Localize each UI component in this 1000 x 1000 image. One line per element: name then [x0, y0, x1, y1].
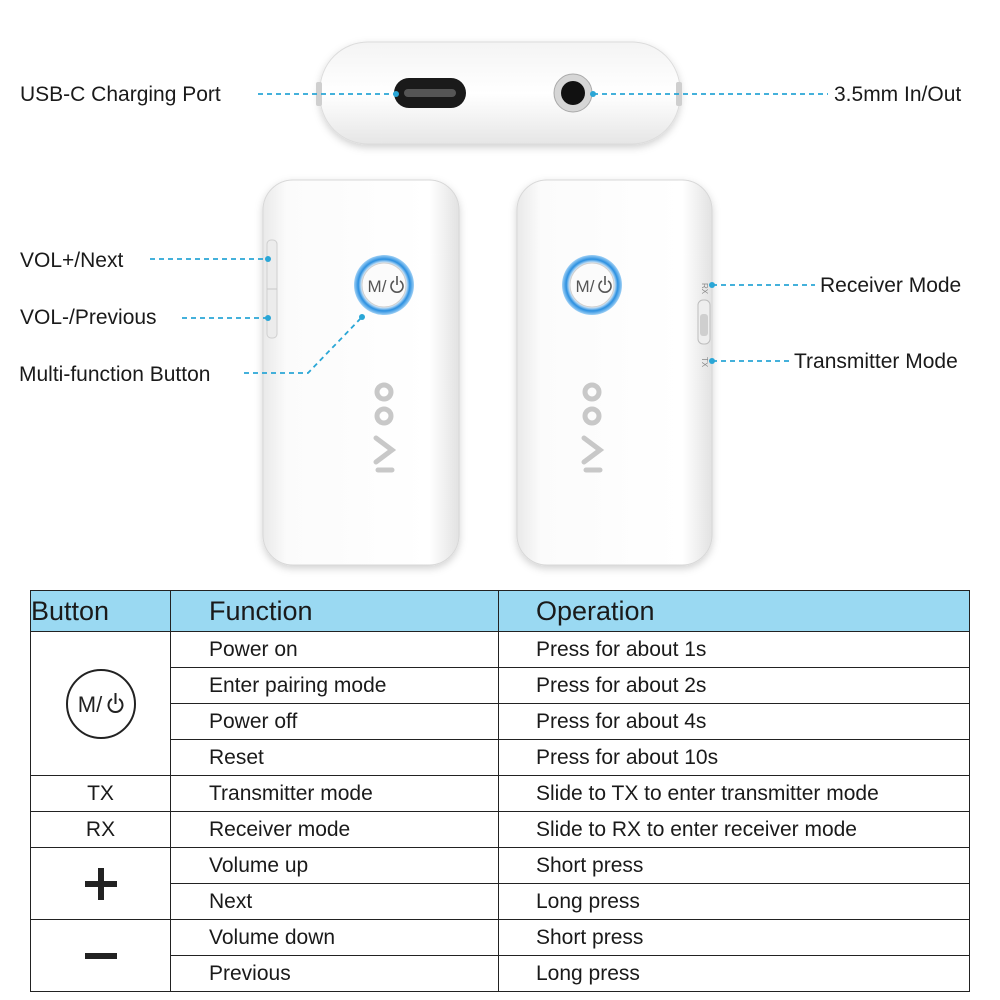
- function-cell: Previous: [170, 955, 499, 992]
- svg-text:M/: M/: [368, 277, 387, 296]
- multi-button-label: Multi-function Button: [19, 363, 211, 386]
- function-cell: Volume down: [170, 919, 499, 956]
- power-icon: [390, 280, 404, 293]
- device-front-view: M/: [262, 179, 460, 566]
- audio-jack-label: 3.5mm In/Out: [834, 83, 962, 106]
- minus-button-cell: [30, 919, 171, 992]
- vol-plus-label: VOL+/Next: [20, 249, 124, 272]
- table-header-row: Button Function Operation: [30, 590, 970, 632]
- power-icon: [107, 697, 123, 713]
- table-row: Reset Press for about 10s: [31, 739, 970, 776]
- function-cell: Reset: [170, 739, 499, 776]
- audio-jack: [553, 73, 593, 113]
- svg-text:M/: M/: [576, 277, 595, 296]
- operation-cell: Short press: [498, 847, 970, 884]
- receiver-mode-label: Receiver Mode: [820, 274, 962, 297]
- mode-switch[interactable]: [697, 299, 711, 345]
- header-button: Button: [30, 590, 171, 632]
- usb-c-port: [394, 78, 466, 108]
- svg-text:M/: M/: [77, 692, 102, 717]
- tx-button-cell: TX: [30, 775, 171, 812]
- table-row: TX Transmitter mode Slide to TX to enter…: [30, 775, 970, 812]
- function-cell: Transmitter mode: [170, 775, 499, 812]
- header-operation: Operation: [498, 590, 970, 632]
- rx-button-cell: RX: [30, 811, 171, 848]
- header-function: Function: [170, 590, 499, 632]
- operation-cell: Slide to RX to enter receiver mode: [498, 811, 970, 848]
- table-row: Enter pairing mode Press for about 2s: [31, 667, 970, 704]
- function-cell: Power off: [170, 703, 499, 740]
- table-row: Next Long press: [31, 883, 970, 920]
- table-row: Volume down Short press: [30, 919, 970, 992]
- operation-cell: Slide to TX to enter transmitter mode: [498, 775, 970, 812]
- operation-cell: Press for about 2s: [498, 667, 970, 704]
- vol-minus-label: VOL-/Previous: [20, 306, 157, 329]
- mf-button-cell: M/: [30, 631, 171, 776]
- table-row: M/ Power on Press for about 1s: [30, 631, 970, 776]
- logo-mark: [373, 382, 397, 473]
- operation-cell: Press for about 4s: [498, 703, 970, 740]
- device-illustration: M/ M/ RX TX: [150, 41, 828, 566]
- function-cell: Enter pairing mode: [170, 667, 499, 704]
- device-top-view: [319, 41, 681, 145]
- operation-cell: Long press: [498, 883, 970, 920]
- operation-cell: Press for about 10s: [498, 739, 970, 776]
- table-row: Power off Press for about 4s: [31, 703, 970, 740]
- operation-cell: Press for about 1s: [498, 631, 970, 668]
- usb-c-port-label: USB-C Charging Port: [20, 83, 221, 106]
- function-cell: Power on: [170, 631, 499, 668]
- table-row: RX Receiver mode Slide to RX to enter re…: [30, 811, 970, 848]
- device-side-view: M/ RX TX: [516, 179, 713, 566]
- plus-icon: [84, 867, 117, 900]
- plus-button-cell: [30, 847, 171, 920]
- function-cell: Receiver mode: [170, 811, 499, 848]
- multi-function-button-icon: M/: [65, 668, 136, 739]
- button-function-table: Button Function Operation M/ Power on Pr…: [30, 590, 970, 992]
- operation-cell: Long press: [498, 955, 970, 992]
- table-row: Previous Long press: [31, 955, 970, 992]
- minus-icon: [84, 952, 117, 959]
- leader-lines: [150, 93, 828, 374]
- transmitter-mode-label: Transmitter Mode: [794, 350, 958, 373]
- function-cell: Volume up: [170, 847, 499, 884]
- operation-cell: Short press: [498, 919, 970, 956]
- svg-text:RX: RX: [700, 283, 709, 295]
- svg-text:TX: TX: [700, 357, 709, 368]
- table-row: Volume up Short press: [30, 847, 970, 920]
- function-cell: Next: [170, 883, 499, 920]
